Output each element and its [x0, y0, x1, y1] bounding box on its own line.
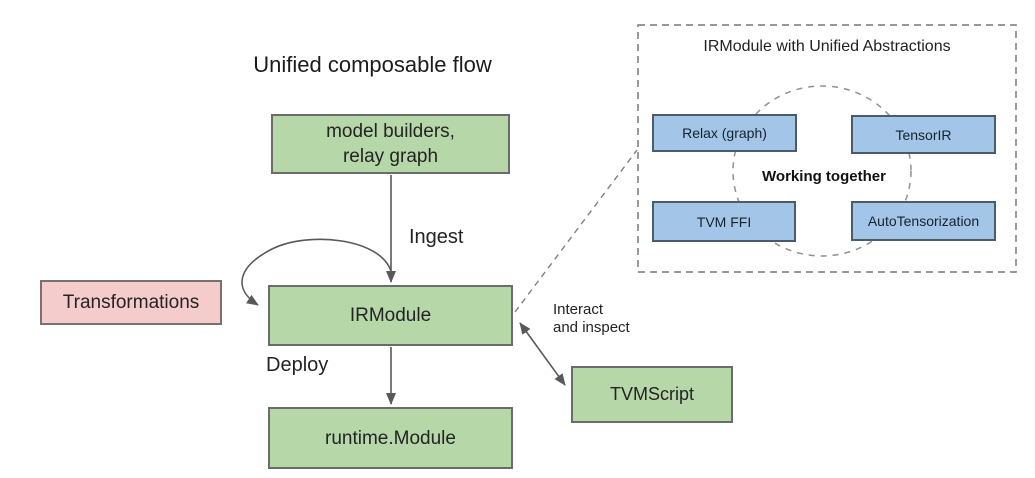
- tensorir-box: TensorIR: [851, 115, 996, 154]
- runtime-module-box: runtime.Module: [268, 407, 513, 469]
- working-together-circle: [732, 85, 912, 257]
- tvmscript-box: TVMScript: [571, 366, 733, 423]
- transform-loop-arrow: [241, 238, 392, 306]
- irmodule-box: IRModule: [268, 285, 513, 346]
- working-together-label: Working together: [762, 168, 886, 185]
- ingest-label: Ingest: [409, 226, 464, 248]
- diagram-title: Unified composable flow: [253, 52, 492, 77]
- model-builders-box: model builders, relay graph: [271, 114, 510, 174]
- unified-abstractions-callout: IRModule with Unified Abstractions Relax…: [637, 24, 1017, 273]
- relax-graph-box: Relax (graph): [652, 114, 797, 152]
- autotensorization-box: AutoTensorization: [851, 201, 996, 241]
- callout-leader-line: [514, 149, 638, 313]
- interact-double-arrow: [519, 322, 566, 386]
- callout-title: IRModule with Unified Abstractions: [703, 38, 951, 55]
- transformations-box: Transformations: [40, 280, 222, 325]
- interact-inspect-label: Interact and inspect: [553, 301, 630, 336]
- tvm-ffi-box: TVM FFI: [652, 201, 796, 242]
- deploy-label: Deploy: [266, 354, 329, 376]
